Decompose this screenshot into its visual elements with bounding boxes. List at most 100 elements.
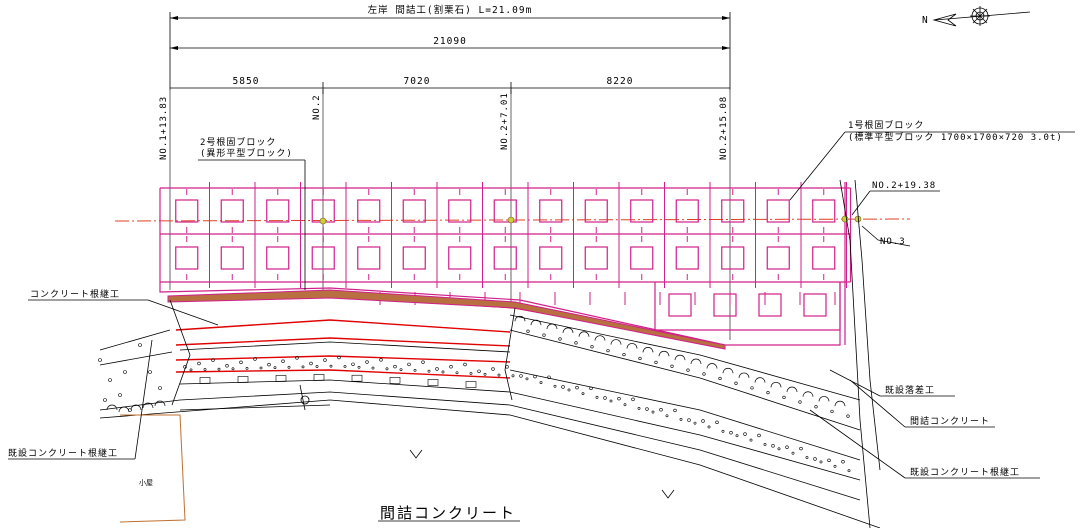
gravel-dot [309,361,313,366]
gravel-block [313,374,325,381]
gravel-dot [393,364,397,369]
gravel-dot [749,438,753,442]
gravel-dot [491,367,495,371]
gravel-dot [827,458,831,463]
fill-concrete-label: 間詰コンクリート [910,415,990,427]
gravel-arc [610,339,622,345]
v-mark-2 [661,489,675,499]
gravel-block [199,377,211,384]
block1-label-line2: (標準平型ブロック 1700×1700×720 3.0t) [848,131,1063,143]
gravel-dot [782,395,786,399]
gravel-dot [148,370,152,374]
gravel-dot [435,367,439,371]
gravel-dot [259,366,263,370]
gravel-dot [721,429,725,433]
gravel-dot [561,385,565,389]
gravel-dot [138,343,142,347]
gravel-dot [239,360,243,365]
gravel-block [237,376,249,383]
gravel-dot [337,355,341,360]
gravel-dot [777,447,781,451]
gravel-dot [670,364,674,368]
station-label-2: NO.2 [312,94,322,120]
gravel-dot [103,398,107,402]
gravel-dot [750,386,754,390]
gravel-dot [542,333,546,337]
gravel-dot [533,374,537,379]
gravel-dot [245,366,249,370]
gravel-dot [323,358,327,362]
north-arrow-icon [932,6,1031,27]
gravel-pattern [98,315,851,473]
gravel-dot [343,365,347,368]
gravel-arc [626,343,638,349]
gravel-arc [738,372,750,378]
gravel-arc [118,406,130,413]
gravel-dot [385,367,389,371]
gravel-dot [659,408,663,412]
gravel-dot [301,365,305,369]
gravel-dot [785,445,789,449]
gravel-arc [130,404,142,411]
gravel-dot [407,362,411,367]
gravel-dot [253,357,257,361]
gravel-block [275,375,287,382]
gravel-arc [142,402,154,409]
gravel-dot [189,368,193,372]
root-block [584,246,608,270]
gravel-dot [813,457,817,461]
gravel-arc [690,358,702,365]
gravel-dot [287,365,291,369]
gravel-arc [674,354,686,361]
gravel-dot [505,365,509,369]
gravel-dot [455,371,459,375]
gravel-arc [642,347,654,353]
root-block [758,293,782,317]
gravel-dot [799,446,803,451]
gravel-dot [497,373,501,377]
gravel-block [389,377,401,384]
block1-label-line1: 1号根固ブロック [848,119,924,131]
block-boundary [159,282,841,346]
gravel-dot [511,374,515,378]
gravel-dot [365,360,369,364]
gravel-arc [562,327,574,333]
gravel-arc [754,377,766,383]
existing-structures [99,179,881,528]
gravel-dot [553,384,557,388]
gravel-dot [357,365,361,369]
gravel-dot [295,356,299,360]
gravel-dot [645,407,649,411]
gravel-dot [814,405,818,409]
gravel-dot [622,352,626,357]
gravel-arc [834,400,846,407]
dimension-seg-1: 5850 [233,76,260,87]
gravel-dot [715,420,719,425]
gravel-dot [791,451,795,455]
root-block [493,246,517,270]
root-block [448,199,472,223]
gravel-dot [686,368,690,372]
shed-outline [119,414,186,523]
gravel-dot [449,365,453,369]
gravel-dot [673,408,677,413]
gravel-dot [805,456,809,459]
root-block [266,246,290,270]
gravel-dot [606,349,610,353]
gravel-arc [722,367,734,374]
root-block [539,246,563,270]
gravel-dot [351,362,355,366]
gravel-dot [734,381,738,385]
root-block [539,199,563,223]
gravel-dot [718,376,722,381]
gravel-arc [530,319,542,326]
gravel-dot [108,378,112,382]
gravel-arc [154,400,166,407]
station-label-1: NO.1+13.83 [159,96,169,160]
root-block [668,293,692,317]
gravel-dot [98,358,102,362]
dimension-seg-2: 7020 [404,76,431,87]
gravel-dot [463,362,467,367]
existing-foot-left-label: 既設コンクリート根継工 [8,447,118,459]
gravel-dot [547,375,551,379]
